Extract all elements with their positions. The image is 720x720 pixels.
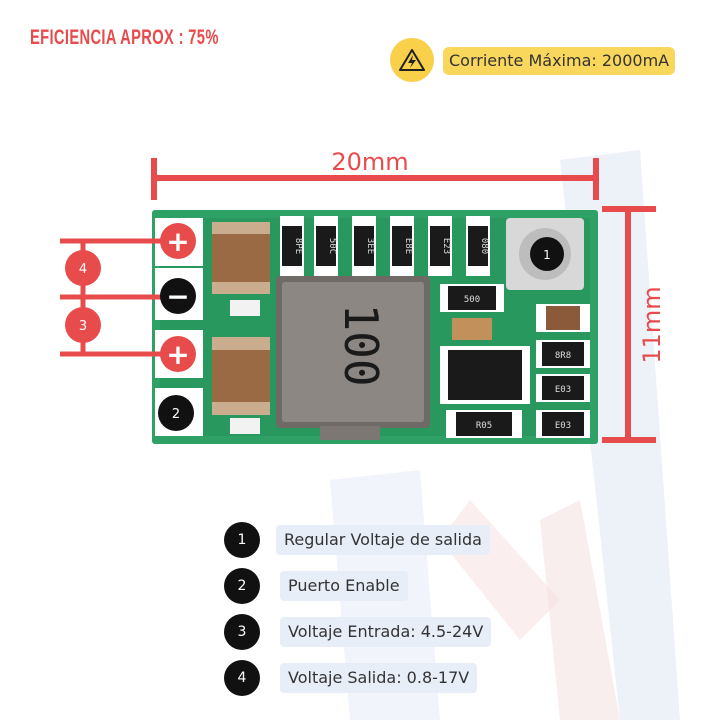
legend-number-2: 2: [224, 568, 260, 604]
svg-text:+: +: [166, 225, 189, 258]
inductor-marking: 100: [334, 303, 388, 386]
svg-text:E23: E23: [441, 238, 451, 254]
potentiometer: 1: [506, 218, 584, 290]
legend-label-2: Puerto Enable: [280, 571, 408, 601]
svg-text:8R8: 8R8: [555, 351, 571, 361]
width-label: 20mm: [331, 148, 408, 176]
height-dimension: 11mm: [602, 206, 666, 443]
pad-plus-input: +: [160, 336, 196, 372]
legend-item-1: 1 Regular Voltaje de salida: [224, 522, 644, 558]
svg-text:E8E: E8E: [403, 238, 413, 254]
legend-label-4: Voltaje Salida: 0.8-17V: [280, 663, 478, 693]
legend-number-1: 1: [224, 522, 260, 558]
max-current-badge: Corriente Máxima: 2000mA: [443, 47, 676, 75]
svg-text:R05: R05: [476, 421, 492, 431]
marker-2: 2: [158, 395, 194, 431]
pad-minus-ground: −: [160, 278, 196, 314]
svg-text:2: 2: [172, 407, 180, 422]
pad-plus-output: +: [160, 223, 196, 259]
marker-4: 4: [65, 250, 101, 286]
capacitor-top: [212, 222, 270, 294]
inductor: 100: [276, 276, 430, 440]
legend-item-4: 4 Voltaje Salida: 0.8-17V: [224, 660, 644, 696]
svg-text:1: 1: [543, 248, 551, 262]
legend-label-1: Regular Voltaje de salida: [276, 525, 490, 555]
svg-text:E03: E03: [555, 385, 571, 395]
right-components: 500 8R8 E03 E03 R05: [440, 284, 590, 438]
electric-warning-icon: [390, 38, 434, 82]
svg-text:+: +: [166, 338, 189, 371]
top-resistors: 8PE 50C 3EE E8E E23 080: [280, 216, 490, 276]
legend-number-4: 4: [224, 660, 260, 696]
svg-text:3: 3: [79, 319, 87, 334]
svg-text:500: 500: [464, 295, 480, 305]
svg-text:E03: E03: [555, 421, 571, 431]
svg-text:3EE: 3EE: [365, 238, 375, 254]
efficiency-title: EFICIENCIA APROX : 75%: [30, 26, 219, 49]
svg-text:−: −: [166, 280, 189, 313]
height-label: 11mm: [638, 286, 666, 363]
legend-label-3: Voltaje Entrada: 4.5-24V: [280, 617, 492, 647]
marker-3: 3: [65, 307, 101, 343]
svg-text:080: 080: [479, 238, 489, 254]
legend-number-3: 3: [224, 614, 260, 650]
legend-item-3: 3 Voltaje Entrada: 4.5-24V: [224, 614, 644, 650]
width-dimension: 20mm: [151, 148, 599, 200]
capacitor-bottom: [212, 337, 270, 415]
legend-item-2: 2 Puerto Enable: [224, 568, 644, 604]
svg-text:8PE: 8PE: [293, 238, 303, 254]
svg-text:50C: 50C: [327, 238, 337, 254]
svg-text:4: 4: [79, 262, 87, 277]
